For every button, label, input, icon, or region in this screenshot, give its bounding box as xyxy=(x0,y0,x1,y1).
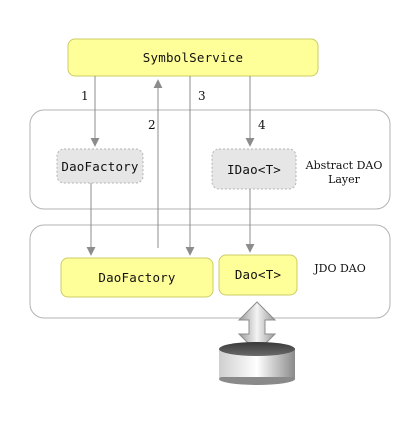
dao-factory-abstract-label: DaoFactory xyxy=(61,159,139,174)
step-number-4: 4 xyxy=(258,118,266,132)
step-number-1: 1 xyxy=(81,89,89,103)
database-cylinder-icon xyxy=(219,342,295,385)
symbol-service-label: SymbolService xyxy=(142,50,244,65)
jdo-layer-label: JDO DAO xyxy=(314,262,366,275)
step-number-3: 3 xyxy=(198,89,206,103)
symbol-service-node xyxy=(67,38,319,77)
dao-factory-jdo-label: DaoFactory xyxy=(98,270,176,285)
abstract-layer-label: Abstract DAO Layer xyxy=(296,159,392,187)
dao-factory-abstract-node xyxy=(56,148,144,184)
step-number-2: 2 xyxy=(148,118,156,132)
dao-factory-jdo-node xyxy=(60,257,214,298)
idao-node xyxy=(211,148,297,190)
abstract-dao-layer xyxy=(29,109,391,210)
abstract-layer-label-line1: Abstract DAO xyxy=(305,159,383,172)
dao-label: Dao<T> xyxy=(234,267,282,282)
abstract-layer-label-line2: Layer xyxy=(328,173,360,186)
dao-node xyxy=(218,254,298,296)
idao-label: IDao<T> xyxy=(226,162,282,177)
